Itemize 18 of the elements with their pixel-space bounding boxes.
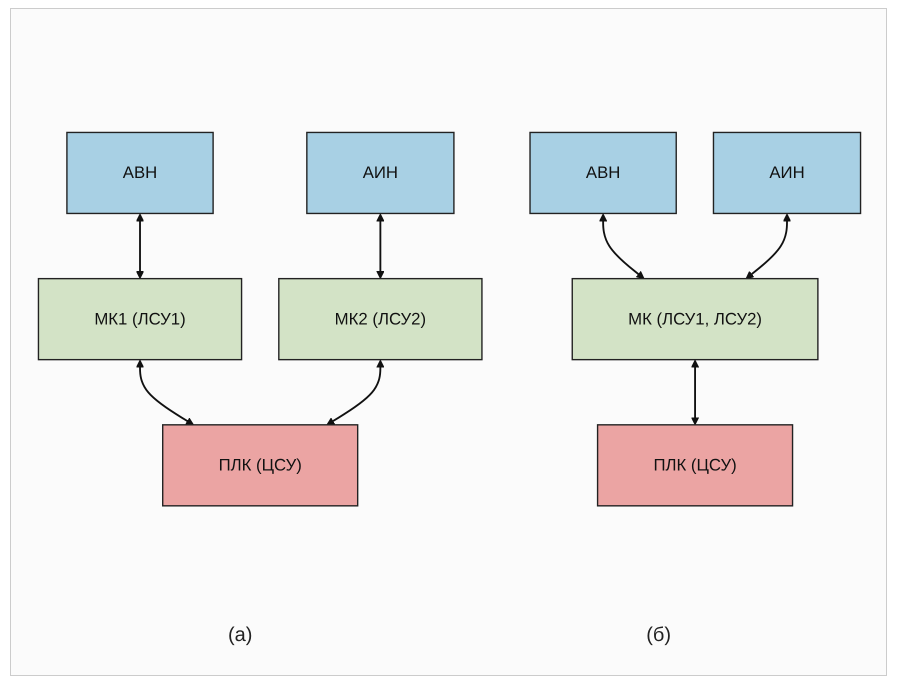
arrow bbox=[746, 213, 792, 279]
arrow bbox=[136, 213, 144, 279]
panel-caption: (а) bbox=[228, 624, 252, 647]
node-box: ПЛК (ЦСУ) bbox=[162, 424, 358, 506]
arrow bbox=[376, 213, 384, 279]
node-box: МК1 (ЛСУ1) bbox=[38, 278, 242, 360]
panel-caption: (б) bbox=[646, 624, 672, 647]
arrow bbox=[136, 360, 194, 426]
arrow bbox=[690, 360, 700, 426]
node-box: МК2 (ЛСУ2) bbox=[278, 278, 483, 360]
arrow bbox=[326, 360, 384, 426]
node-box: АИН bbox=[712, 132, 862, 214]
node-box: АВН bbox=[529, 132, 677, 214]
node-box: ПЛК (ЦСУ) bbox=[596, 424, 794, 506]
node-box: МК (ЛСУ1, ЛСУ2) bbox=[572, 278, 819, 360]
node-box: АИН bbox=[306, 132, 455, 214]
arrow bbox=[599, 213, 644, 279]
node-box: АВН bbox=[66, 132, 214, 214]
